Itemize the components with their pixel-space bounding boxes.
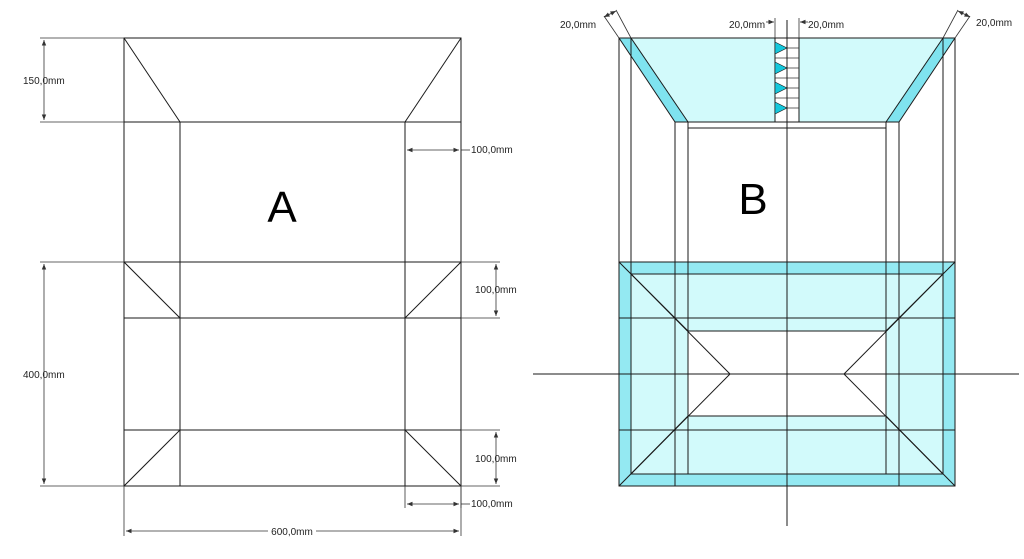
svg-text:600,0mm: 600,0mm [271, 527, 313, 538]
dim-side-width-bottom: 100,0mm [404, 486, 513, 510]
svg-text:20,0mm: 20,0mm [808, 20, 844, 31]
panel-a: A 150,0mm 100,0mm 100,0mm 400,0mm [23, 37, 517, 538]
svg-text:20,0mm: 20,0mm [560, 20, 596, 31]
panel-a-letter: A [267, 183, 297, 232]
panel-b-letter: B [738, 175, 767, 224]
svg-text:100,0mm: 100,0mm [471, 499, 513, 510]
svg-text:100,0mm: 100,0mm [475, 454, 517, 465]
svg-text:20,0mm: 20,0mm [976, 18, 1012, 29]
dim-bottom-band: 100,0mm [461, 429, 517, 487]
svg-text:150,0mm: 150,0mm [23, 76, 65, 87]
dim-top-flap: 150,0mm [23, 37, 124, 123]
dim-side-width-top: 100,0mm [407, 145, 513, 156]
panel-b: B 20,0mm 20,0mm 20,0mm 20,0mm [533, 9, 1019, 526]
svg-text:20,0mm: 20,0mm [729, 20, 765, 31]
dim-base-height: 400,0mm [23, 261, 124, 487]
svg-text:100,0mm: 100,0mm [475, 285, 517, 296]
dim-mid-band: 100,0mm [461, 261, 517, 319]
dim-center-right-offset: 20,0mm [798, 18, 844, 38]
dim-total-width: 600,0mm [123, 486, 462, 538]
dim-left-edge-offset: 20,0mm [560, 9, 632, 39]
dim-right-edge-offset: 20,0mm [942, 9, 1012, 39]
svg-text:100,0mm: 100,0mm [471, 145, 513, 156]
svg-text:400,0mm: 400,0mm [23, 370, 65, 381]
dim-center-left-offset: 20,0mm [729, 18, 776, 38]
